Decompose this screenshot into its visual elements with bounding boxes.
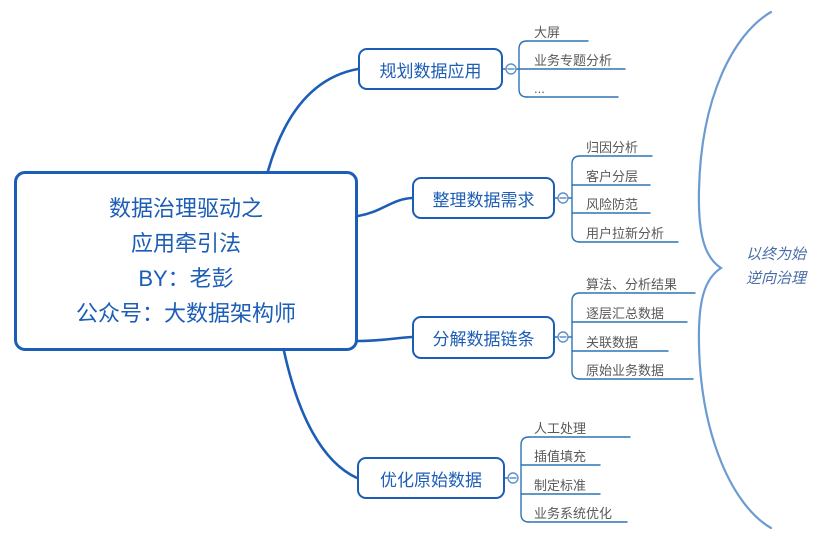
child-topic-2-1[interactable]: 归因分析 xyxy=(586,140,639,155)
child-topic-4-4[interactable]: 业务系统优化 xyxy=(534,506,613,521)
connector-branch-3 xyxy=(356,335,414,343)
collapse-toggle-branch-2[interactable] xyxy=(557,192,569,204)
child-topic-1-1[interactable]: 大屏 xyxy=(534,25,561,40)
central-topic-line-3: BY：老彭 xyxy=(138,266,234,291)
child-topic-4-1[interactable]: 人工处理 xyxy=(534,421,587,436)
summary-label-line-2: 逆向治理 xyxy=(745,270,806,287)
branch-4-children-bracket xyxy=(520,436,530,523)
branch-topic-3[interactable]: 分解数据链条 xyxy=(412,316,555,359)
collapse-toggle-branch-3[interactable] xyxy=(557,331,569,343)
child-topic-2-3[interactable]: 风险防范 xyxy=(586,197,639,212)
branch-topic-4[interactable]: 优化原始数据 xyxy=(357,457,505,499)
connector-branch-2 xyxy=(356,196,414,218)
branch-2-children-bracket xyxy=(571,155,581,243)
child-topic-1-2[interactable]: 业务专题分析 xyxy=(534,53,613,68)
child-topic-2-4[interactable]: 用户拉新分析 xyxy=(586,226,665,241)
child-topic-3-4[interactable]: 原始业务数据 xyxy=(586,363,665,378)
child-topic-4-2[interactable]: 插值填充 xyxy=(534,449,587,464)
collapse-toggle-branch-1[interactable] xyxy=(505,63,517,75)
central-topic-line-4: 公众号：大数据架构师 xyxy=(75,301,296,326)
connector-branch-1 xyxy=(266,67,360,173)
child-topic-3-1[interactable]: 算法、分析结果 xyxy=(586,277,678,292)
branch-topic-2[interactable]: 整理数据需求 xyxy=(412,177,555,219)
central-topic[interactable]: 数据治理驱动之 应用牵引法 BY：老彭 公众号：大数据架构师 xyxy=(14,171,358,351)
child-topic-2-2[interactable]: 客户分层 xyxy=(586,169,639,184)
summary-label[interactable]: 以终为始 逆向治理 xyxy=(734,243,818,291)
child-topic-3-3[interactable]: 关联数据 xyxy=(586,335,639,350)
central-topic-line-1: 数据治理驱动之 xyxy=(108,196,263,221)
child-topic-3-2[interactable]: 逐层汇总数据 xyxy=(586,306,665,321)
central-topic-line-2: 应用牵引法 xyxy=(130,231,241,256)
collapse-toggle-branch-4[interactable] xyxy=(507,472,519,484)
branch-1-children-bracket xyxy=(518,40,528,98)
connector-branch-4 xyxy=(282,349,359,480)
branch-topic-1[interactable]: 规划数据应用 xyxy=(358,48,503,90)
summary-label-line-1: 以终为始 xyxy=(745,246,806,263)
child-topic-4-3[interactable]: 制定标准 xyxy=(534,478,587,493)
child-topic-1-3[interactable]: ... xyxy=(534,81,545,96)
branch-3-children-bracket xyxy=(571,292,581,380)
